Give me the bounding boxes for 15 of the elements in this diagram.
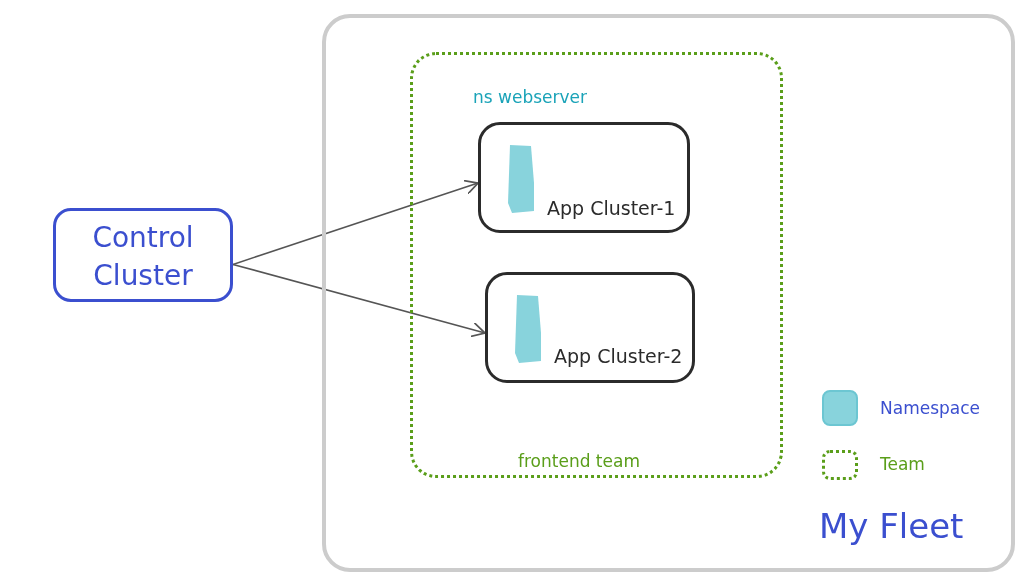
control-cluster-box — [53, 208, 233, 302]
node-label: frontend team — [518, 451, 640, 471]
node-label: App Cluster-1 — [547, 197, 676, 219]
app-cluster-box — [478, 122, 690, 233]
fleet-panel — [322, 14, 1015, 572]
fleet-label: My Fleet — [819, 506, 964, 546]
node-label: App Cluster-2 — [554, 345, 683, 367]
node-label: Control Cluster — [91, 220, 195, 294]
app-cluster-box — [485, 272, 695, 383]
legend-label: Team — [880, 454, 925, 474]
arrow — [232, 179, 479, 266]
legend-label: Namespace — [880, 398, 981, 418]
team-group — [410, 52, 783, 478]
node-label: ns webserver — [473, 87, 587, 107]
arrow — [232, 263, 486, 338]
